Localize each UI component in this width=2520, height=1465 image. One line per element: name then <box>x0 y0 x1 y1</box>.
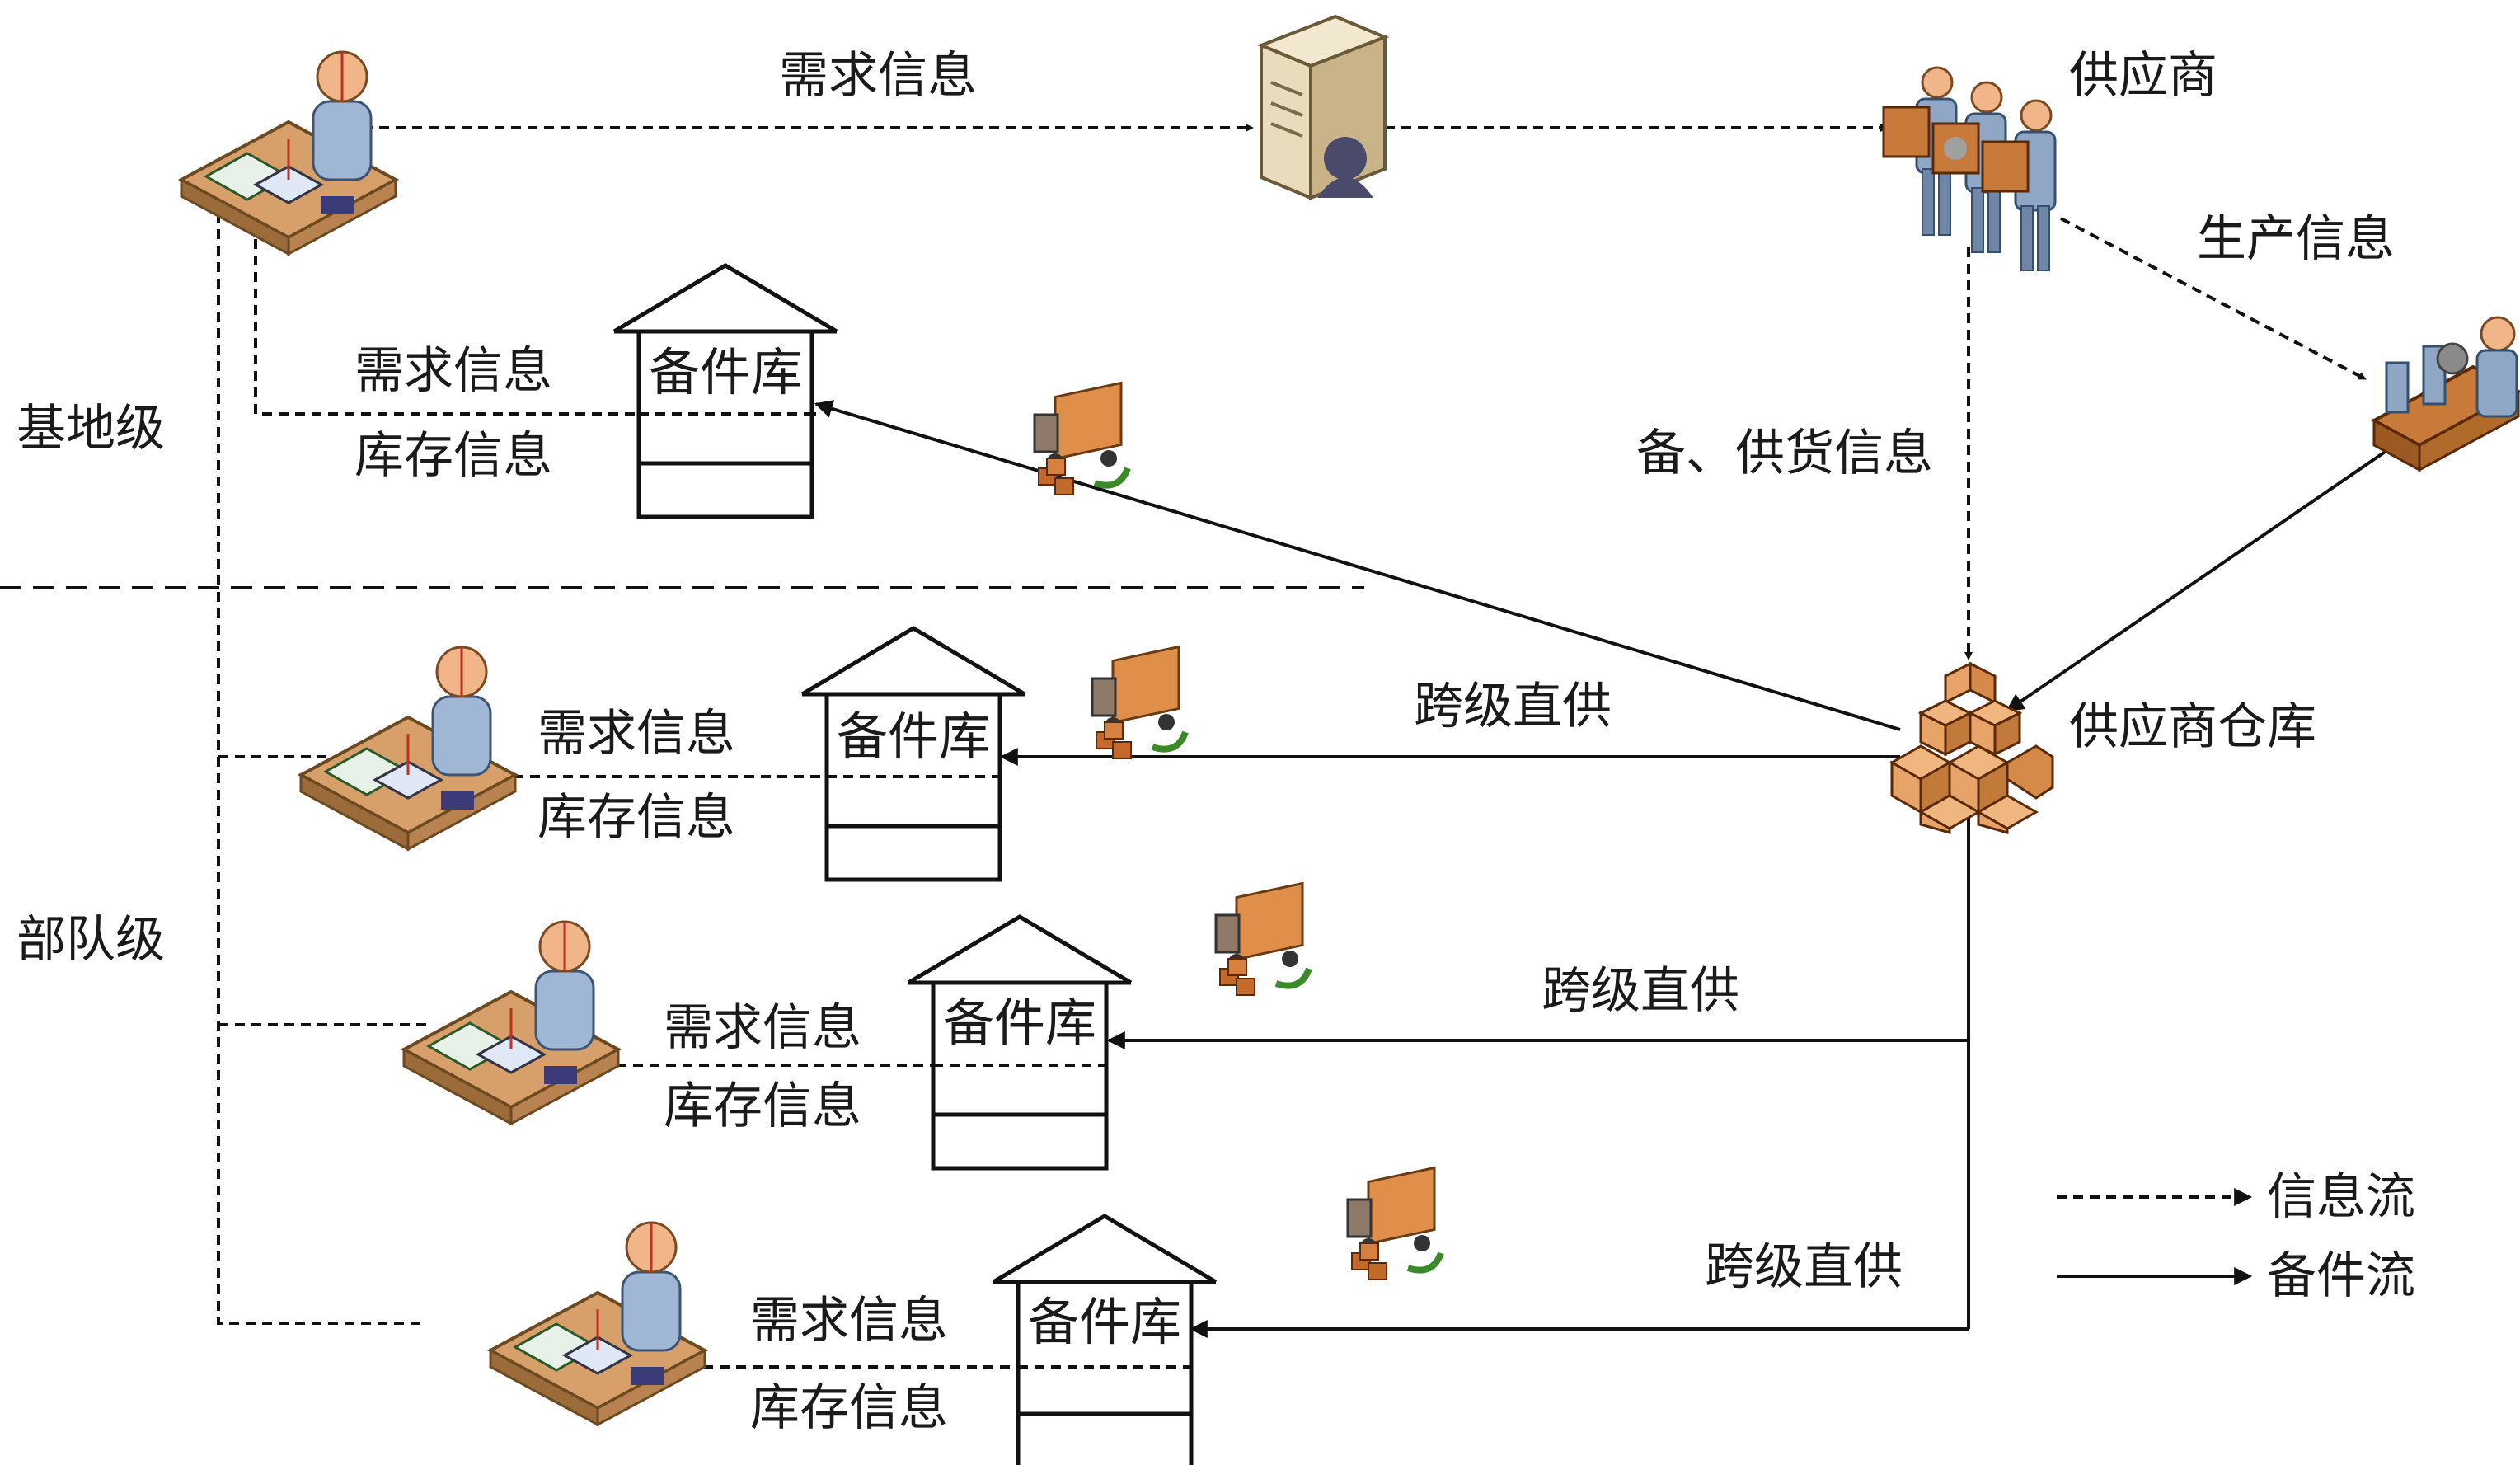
warehouse-unit-3: 备件库 <box>993 1216 1216 1465</box>
warehouse-unit-3-label: 备件库 <box>1028 1292 1181 1352</box>
label-inventory-base: 库存信息 <box>354 427 552 485</box>
label-direct-supply-2: 跨级直供 <box>1542 962 1739 1020</box>
info-line-base-warehouse <box>251 218 816 416</box>
label-inventory-unit-2: 库存信息 <box>664 1078 861 1135</box>
label-supplier-warehouse: 供应商仓库 <box>2069 698 2316 756</box>
label-demand-base: 需求信息 <box>354 342 552 400</box>
label-direct-supply-1: 跨级直供 <box>1414 678 1612 735</box>
label-demand-top: 需求信息 <box>779 47 977 105</box>
label-inventory-unit-1: 库存信息 <box>537 789 735 847</box>
production-line-icon <box>2370 316 2520 472</box>
legend-parts-label: 备件流 <box>2267 1247 2415 1305</box>
operator-unit-2-icon <box>402 920 620 1125</box>
delivery-truck-icon-3 <box>1216 883 1309 995</box>
label-demand-unit-2: 需求信息 <box>664 999 861 1057</box>
label-direct-supply-3: 跨级直供 <box>1705 1238 1903 1296</box>
label-supply-info: 备、供货信息 <box>1636 425 1933 482</box>
supplier-workers-icon <box>1882 66 2057 271</box>
warehouse-unit-1-label: 备件库 <box>837 707 990 767</box>
label-inventory-unit-3: 库存信息 <box>750 1379 948 1437</box>
warehouse-base: 备件库 <box>614 265 837 517</box>
delivery-truck-icon-2 <box>1092 646 1185 758</box>
warehouse-unit-2-label: 备件库 <box>943 993 1096 1053</box>
info-line-unit-aggregate <box>214 205 420 1325</box>
legend: 信息流 备件流 <box>2057 1168 2415 1305</box>
delivery-truck-icon-1 <box>1035 383 1128 495</box>
level-label-base: 基地级 <box>16 400 165 458</box>
warehouse-base-label: 备件库 <box>649 342 802 402</box>
info-arrow-supplier-to-factory <box>2060 217 2367 381</box>
label-production: 生产信息 <box>2197 210 2395 268</box>
operator-base-icon <box>180 50 397 256</box>
server-icon <box>1256 14 1390 200</box>
stacked-boxes-icon <box>1889 661 2054 834</box>
operator-unit-1-icon <box>299 646 517 851</box>
parts-arrow-to-base-warehouse <box>814 400 1901 731</box>
label-supplier: 供应商 <box>2069 47 2217 105</box>
level-label-unit: 部队级 <box>16 911 165 969</box>
legend-info-label: 信息流 <box>2267 1168 2415 1226</box>
delivery-truck-icon-4 <box>1348 1167 1441 1280</box>
warehouse-unit-1: 备件库 <box>802 628 1025 880</box>
operator-unit-3-icon <box>489 1221 706 1426</box>
warehouse-unit-2: 备件库 <box>908 917 1131 1168</box>
parts-arrow-factory-to-warehouse <box>2006 444 2396 712</box>
label-demand-unit-1: 需求信息 <box>537 705 735 763</box>
label-demand-unit-3: 需求信息 <box>750 1292 948 1350</box>
